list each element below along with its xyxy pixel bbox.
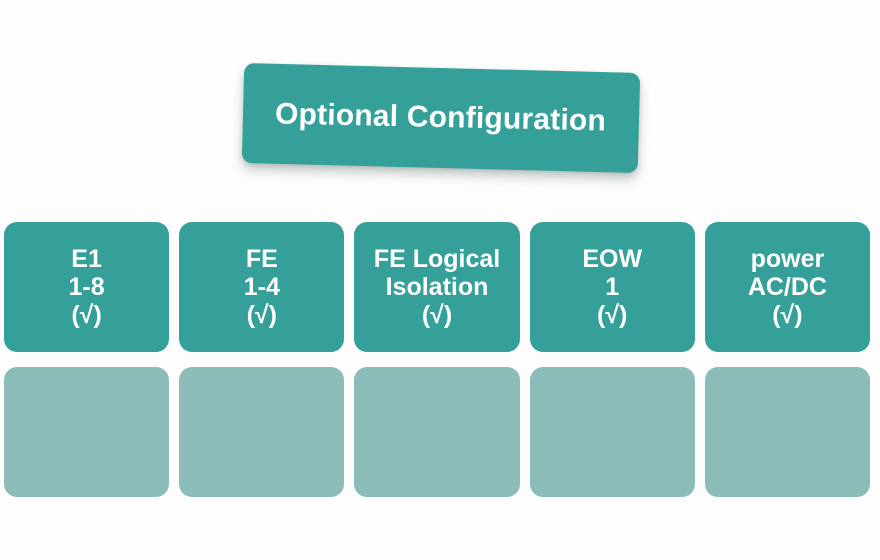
option-card-line1: FE Logical xyxy=(373,244,501,273)
checkmark-icon: (√) xyxy=(421,301,453,330)
option-card-eow[interactable]: EOW 1 (√) xyxy=(529,222,695,352)
placeholder-slot[interactable] xyxy=(704,367,871,497)
page-title: Optional Configuration xyxy=(275,97,607,138)
option-card-line2: 1-4 xyxy=(243,272,280,301)
placeholder-slot[interactable] xyxy=(179,367,345,497)
checkmark-icon: (√) xyxy=(71,301,102,330)
placeholder-slot[interactable] xyxy=(354,367,520,497)
option-card-e1[interactable]: E1 1-8 (√) xyxy=(4,222,170,352)
option-card-fe[interactable]: FE 1-4 (√) xyxy=(179,222,345,352)
option-card-line1: EOW xyxy=(582,244,643,273)
option-card-power-ac-dc[interactable]: power AC/DC (√) xyxy=(704,222,871,352)
option-card-line2: Isolation xyxy=(385,272,489,301)
option-card-fe-logical-isolation[interactable]: FE Logical Isolation (√) xyxy=(354,222,520,352)
title-banner: Optional Configuration xyxy=(241,63,641,173)
placeholder-slot[interactable] xyxy=(529,367,695,497)
option-card-line2: 1-8 xyxy=(68,272,105,301)
placeholder-slot[interactable] xyxy=(4,367,170,497)
option-card-line1: E1 xyxy=(71,244,102,273)
option-card-line1: FE xyxy=(245,244,278,273)
option-card-line2: 1 xyxy=(605,272,620,301)
checkmark-icon: (√) xyxy=(246,301,277,330)
title-banner-surface: Optional Configuration xyxy=(241,63,641,173)
option-card-line1: power xyxy=(750,244,825,273)
checkmark-icon: (√) xyxy=(772,301,803,330)
option-card-row: E1 1-8 (√) FE 1-4 (√) FE Logical Isolati… xyxy=(4,222,871,352)
checkmark-icon: (√) xyxy=(597,301,628,330)
placeholder-slot-row xyxy=(4,367,871,497)
option-card-line2: AC/DC xyxy=(747,272,827,301)
